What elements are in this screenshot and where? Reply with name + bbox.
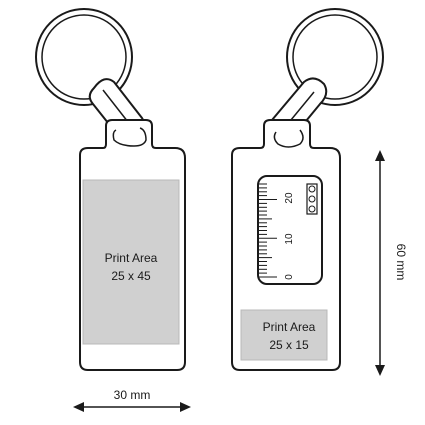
ruler-frame xyxy=(257,175,323,285)
height-arrow-bottom xyxy=(375,365,385,376)
front-tab-slot xyxy=(112,127,147,147)
ruler: 20 10 0 xyxy=(257,175,323,285)
ruler-label-0: 0 xyxy=(284,274,295,280)
front-key-ring-outer xyxy=(35,8,133,106)
front-key-ring-inner xyxy=(41,14,127,100)
ruler-label-20: 20 xyxy=(284,192,295,204)
back-print-area-size: 25 x 15 xyxy=(269,338,309,352)
ruler-circle-marks xyxy=(306,183,318,215)
width-dimension: 30 mm xyxy=(73,388,191,412)
width-label: 30 mm xyxy=(114,388,151,402)
height-label: 60 mm xyxy=(394,244,408,281)
back-tab-slot xyxy=(273,129,304,148)
width-arrow-right xyxy=(180,402,191,412)
back-key-ring-outer xyxy=(286,8,384,106)
back-keychain: 20 10 0 Print Area 25 x 15 xyxy=(231,8,384,371)
height-arrow-top xyxy=(375,150,385,161)
back-print-area-title: Print Area xyxy=(263,320,316,334)
ruler-label-10: 10 xyxy=(284,233,295,245)
ruler-ticks xyxy=(259,183,277,278)
front-keychain: Print Area 25 x 45 xyxy=(35,8,186,371)
back-print-area xyxy=(240,309,328,361)
back-key-ring-inner xyxy=(292,14,378,100)
front-print-area-title: Print Area xyxy=(105,251,158,265)
width-arrow-left xyxy=(73,402,84,412)
front-print-area-size: 25 x 45 xyxy=(111,269,151,283)
height-dimension: 60 mm xyxy=(375,150,408,376)
front-print-area xyxy=(82,179,180,345)
